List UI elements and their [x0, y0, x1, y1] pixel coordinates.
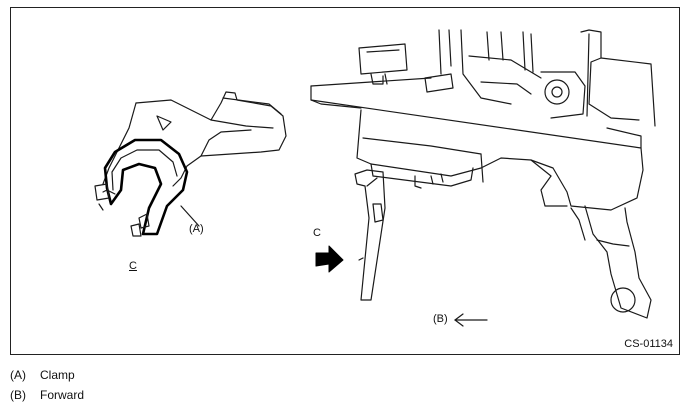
steering-column: [310, 29, 656, 319]
line-drawing: [94, 29, 656, 327]
bracket-detail: [94, 91, 287, 237]
view-c-arrow-label: C: [313, 227, 321, 239]
forward-callout: (B): [433, 313, 448, 325]
legend-key: (A): [10, 368, 26, 382]
legend-text: Forward: [40, 388, 85, 402]
clamp-outline: [103, 138, 189, 236]
forward-arrow-icon: [454, 313, 488, 327]
legend-item-forward: (B) Forward: [10, 388, 84, 402]
clamp-callout: (A): [189, 223, 204, 235]
figure-code: CS-01134: [624, 338, 673, 350]
legend-key: (B): [10, 388, 26, 402]
legend-text: Clamp: [40, 368, 75, 382]
lever: [354, 169, 386, 301]
figure-frame: (A) C C (B) CS-01134: [10, 7, 680, 355]
view-arrow-icon: [315, 245, 344, 273]
legend-item-clamp: (A) Clamp: [10, 368, 75, 382]
view-c-detail-label: C: [129, 260, 137, 272]
